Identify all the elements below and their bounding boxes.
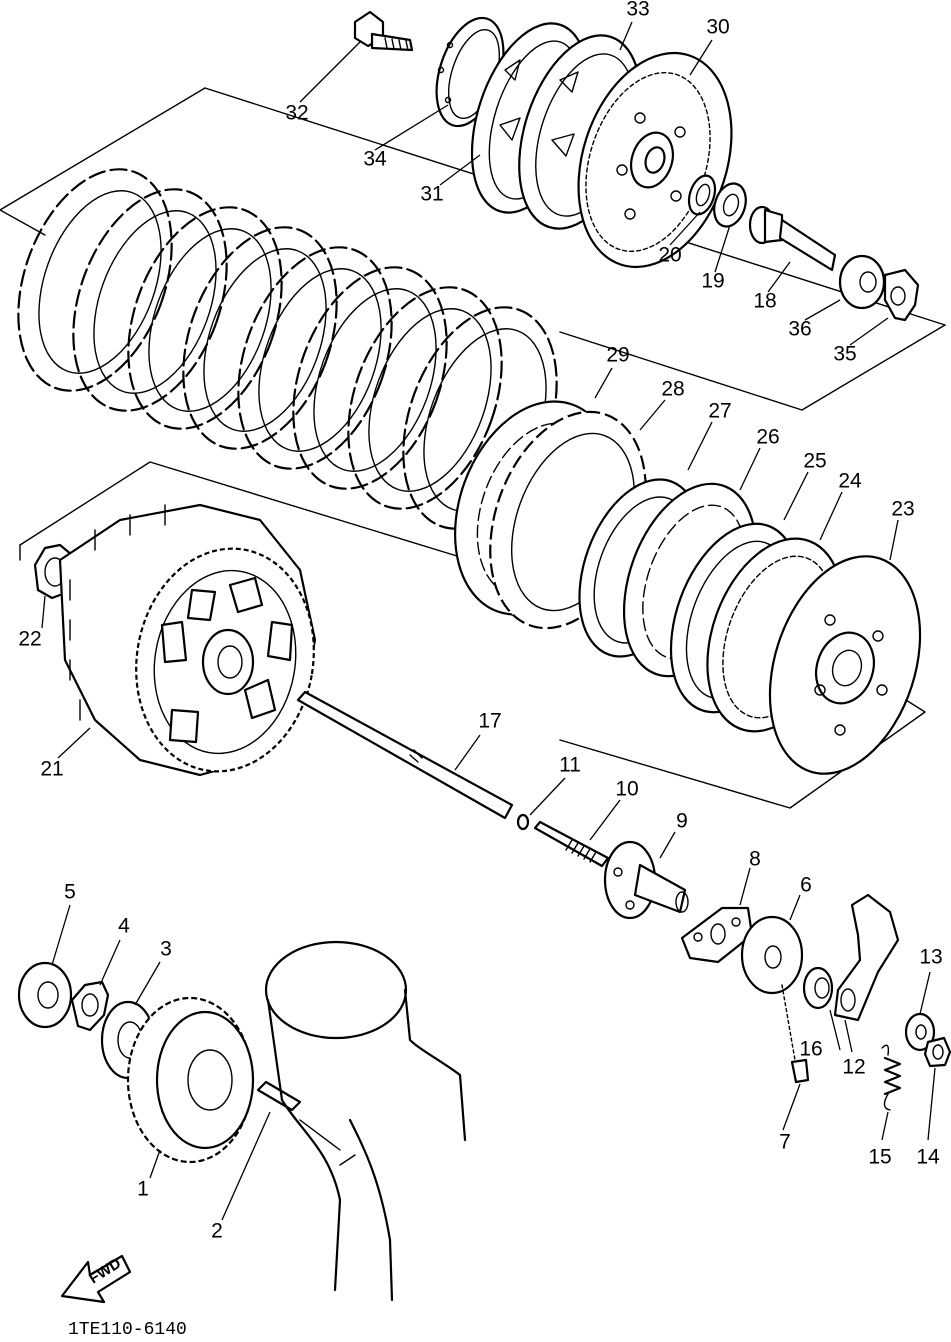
callout-8: 8 (749, 848, 761, 871)
callout-22: 22 (18, 628, 41, 651)
primary-gear-1 (126, 996, 255, 1164)
callout-35: 35 (833, 343, 856, 366)
bolt-32 (353, 10, 414, 52)
callout-32: 32 (285, 102, 308, 125)
clutch-hub-23 (768, 555, 922, 775)
callout-15: 15 (868, 1146, 891, 1169)
callouts: 1 2 3 4 5 6 7 8 9 10 11 12 13 14 15 16 1… (18, 0, 942, 1243)
callout-27: 27 (708, 400, 731, 423)
callout-13: 13 (919, 946, 942, 969)
callout-10: 10 (615, 778, 638, 801)
nut-36 (838, 254, 886, 310)
callout-24: 24 (838, 470, 862, 493)
nut-14 (923, 1036, 951, 1068)
callout-17: 17 (478, 710, 501, 733)
callout-16: 16 (799, 1038, 822, 1061)
fwd-arrow-icon: FWD (60, 1255, 132, 1304)
crankshaft-outline (264, 940, 467, 1302)
diagram-code: 1TE110-6140 (68, 1320, 187, 1340)
callout-25: 25 (803, 450, 826, 473)
callout-30: 30 (706, 16, 729, 39)
callout-7: 7 (779, 1131, 791, 1154)
callout-2: 2 (211, 1220, 223, 1243)
o-ring-11 (516, 813, 530, 831)
push-rod-18 (748, 205, 837, 272)
callout-29: 29 (606, 344, 629, 367)
bushing-16 (802, 966, 834, 1010)
callout-31: 31 (420, 183, 443, 206)
callout-33: 33 (626, 0, 649, 21)
lock-washer-35 (883, 268, 920, 322)
push-rod-17 (296, 690, 514, 820)
key-2 (256, 1080, 302, 1112)
callout-5: 5 (64, 881, 76, 904)
lock-washer-4 (70, 980, 110, 1032)
clutch-housing-21 (58, 503, 317, 777)
callout-9: 9 (676, 810, 688, 833)
leader-lines (41, 21, 936, 1221)
washer-20 (687, 174, 717, 216)
callout-26: 26 (756, 426, 779, 449)
callout-28: 28 (661, 378, 684, 401)
callout-6: 6 (800, 874, 812, 897)
callout-4: 4 (118, 915, 130, 938)
callout-3: 3 (160, 938, 172, 961)
callout-19: 19 (701, 270, 724, 293)
callout-12: 12 (842, 1056, 865, 1079)
callout-14: 14 (916, 1146, 940, 1169)
pin-7 (781, 984, 810, 1084)
callout-18: 18 (753, 290, 776, 313)
lever-12 (833, 893, 900, 1022)
seal-6 (740, 915, 804, 995)
push-rod-10 (533, 820, 610, 868)
callout-1: 1 (137, 1178, 149, 1201)
nut-5 (17, 961, 73, 1029)
callout-20: 20 (658, 244, 681, 267)
callout-21: 21 (40, 758, 63, 781)
callout-36: 36 (788, 318, 811, 341)
callout-23: 23 (891, 498, 914, 521)
bearing-19 (713, 182, 747, 228)
callout-34: 34 (363, 148, 387, 171)
callout-11: 11 (559, 754, 581, 777)
push-lever-9 (603, 840, 689, 920)
spring-15 (881, 1044, 902, 1111)
